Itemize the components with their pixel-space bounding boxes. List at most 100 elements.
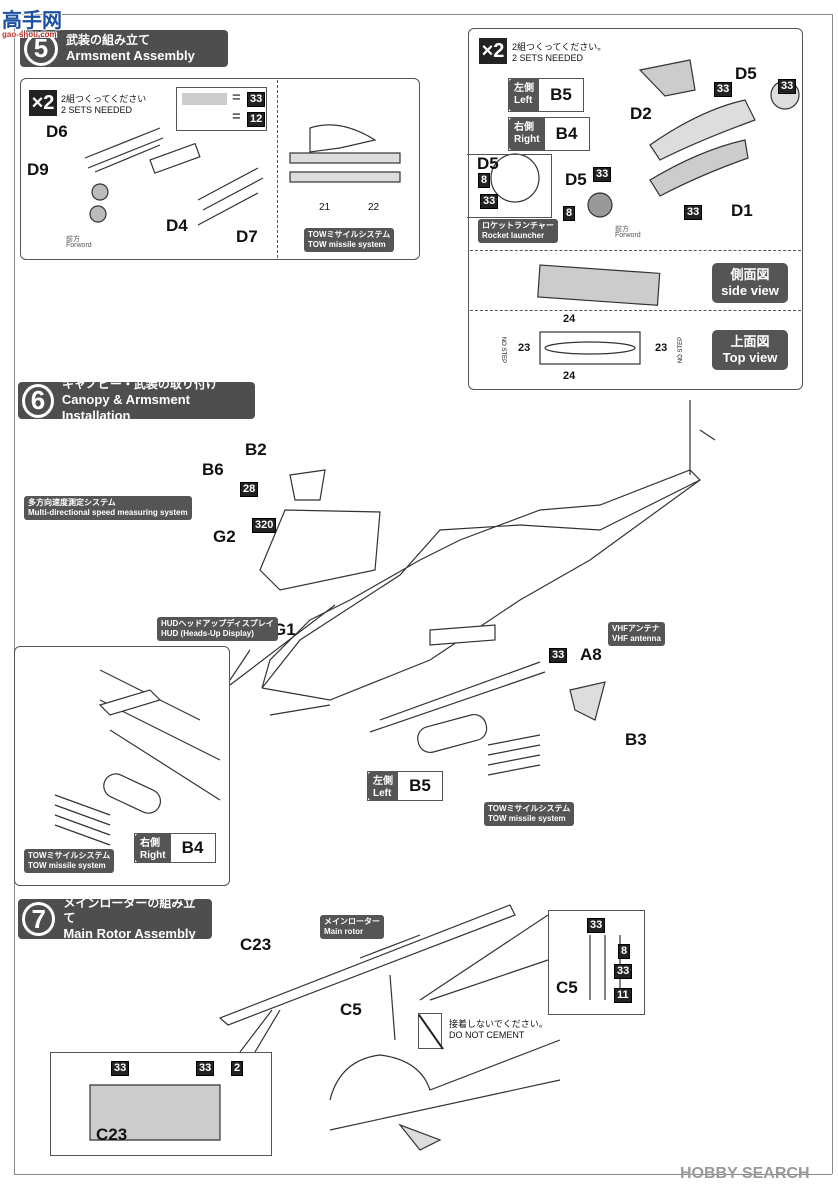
- no-step-mark: NO STEP: [500, 336, 507, 364]
- part-code: B4: [170, 834, 215, 862]
- part-label: B2: [245, 440, 267, 459]
- paint-number: 2: [231, 1061, 244, 1076]
- label-en: side view: [721, 283, 779, 298]
- part-label: D1: [731, 201, 753, 220]
- page-border: [14, 1174, 832, 1175]
- divider: [277, 80, 278, 258]
- paint-number: 33: [684, 205, 703, 220]
- part-label: C23: [96, 1125, 128, 1144]
- equals: =: [232, 108, 241, 125]
- tow-label-en: TOW missile system: [28, 861, 106, 870]
- rocket-launcher-drawing: [490, 59, 800, 365]
- tow-missile-drawing: [84, 124, 401, 226]
- part-label: A8: [580, 645, 602, 664]
- c23-detail-box: [50, 1052, 272, 1156]
- paint-number: 33: [247, 92, 266, 107]
- label-en: HUD (Heads-Up Display): [161, 629, 254, 638]
- paint-number: 33: [549, 648, 568, 663]
- sets-badge: ×2: [29, 90, 57, 116]
- sets-text-en: 2 SETS NEEDED: [512, 53, 584, 63]
- side-jp: 左側: [514, 83, 534, 94]
- decal-number: 23: [655, 342, 668, 354]
- side-jp: 右側: [514, 122, 534, 133]
- page-border: [14, 14, 15, 1174]
- sets-badge: ×2: [479, 38, 507, 64]
- paint-number: 8: [478, 173, 491, 188]
- part-label: D9: [27, 160, 49, 179]
- tow-label-jp: TOWミサイルシステム: [488, 804, 571, 813]
- step-title-jp: 武装の組み立て: [66, 33, 151, 47]
- tow-label-jp: TOWミサイルシステム: [308, 230, 391, 239]
- sets-text-en: 2 SETS NEEDED: [61, 105, 133, 115]
- part-code: B4: [544, 118, 589, 150]
- decal-number: 23: [518, 342, 531, 354]
- label-jp: VHFアンテナ: [612, 624, 660, 633]
- step-title-jp: キャノピー・武装の取り付け: [61, 377, 218, 391]
- part-code: B5: [539, 79, 583, 111]
- step-number: 7: [22, 902, 56, 936]
- rocket-launcher-panel: [468, 28, 803, 390]
- forward-label-jp: 前方: [615, 226, 629, 233]
- paint-number: 33: [593, 167, 612, 182]
- side-en: Left: [373, 788, 392, 799]
- part-label: D4: [166, 216, 188, 235]
- part-label: D5: [565, 170, 587, 189]
- paint-number: 8: [563, 206, 576, 221]
- part-label: D5: [735, 64, 757, 83]
- watermark-url: gao-shou.com: [2, 30, 57, 39]
- side-en: Left: [514, 95, 533, 106]
- label-jp: メインローター: [324, 917, 380, 926]
- hobby-search-watermark: HOBBY SEARCH: [680, 1165, 810, 1182]
- label-jp: ロケットランチャー: [482, 221, 554, 230]
- no-cement-en: DO NOT CEMENT: [449, 1030, 525, 1040]
- label-jp: 側面図: [730, 267, 770, 282]
- part-label: C5: [340, 1000, 362, 1019]
- part-label: D2: [630, 104, 652, 123]
- paint-number: 33: [111, 1061, 130, 1076]
- side-jp: 左側: [373, 776, 393, 787]
- part-label: C23: [240, 935, 272, 954]
- part-label: G1: [273, 620, 296, 639]
- part-label: B6: [202, 460, 224, 479]
- watermark-logo: 高手网: [2, 10, 62, 32]
- part-label: B3: [625, 730, 647, 749]
- paint-number: 33: [587, 918, 606, 933]
- step-title-en: Main Rotor Assembly: [63, 926, 196, 941]
- equals: =: [232, 89, 241, 106]
- no-cement-jp: 接着しないでください。: [449, 1019, 548, 1029]
- paint-number: 28: [240, 482, 259, 497]
- decal-number: 22: [368, 202, 380, 213]
- no-step-mark: NO STEP: [678, 336, 685, 364]
- page-border: [832, 14, 833, 1174]
- label-jp: 上面図: [730, 334, 770, 349]
- paint-number: 11: [614, 988, 632, 1003]
- decal-number: 24: [563, 370, 576, 382]
- step-title-en: Armsment Assembly: [66, 48, 195, 63]
- c5-detail-box: [548, 910, 645, 1015]
- forward-label-jp: 前方: [66, 236, 80, 243]
- color-swatch: [182, 93, 227, 105]
- decal-number: 24: [563, 313, 576, 325]
- part-code: B5: [398, 772, 442, 800]
- paint-number: 33: [614, 964, 633, 979]
- part-label: D6: [46, 122, 68, 141]
- paint-number: 33: [778, 79, 797, 94]
- detail-box: [467, 154, 552, 218]
- paint-number: 33: [196, 1061, 215, 1076]
- label-jp: HUDヘッドアップディスプレイ: [161, 619, 274, 628]
- step-5-panel: [20, 78, 420, 260]
- tow-label-en: TOW missile system: [488, 814, 566, 823]
